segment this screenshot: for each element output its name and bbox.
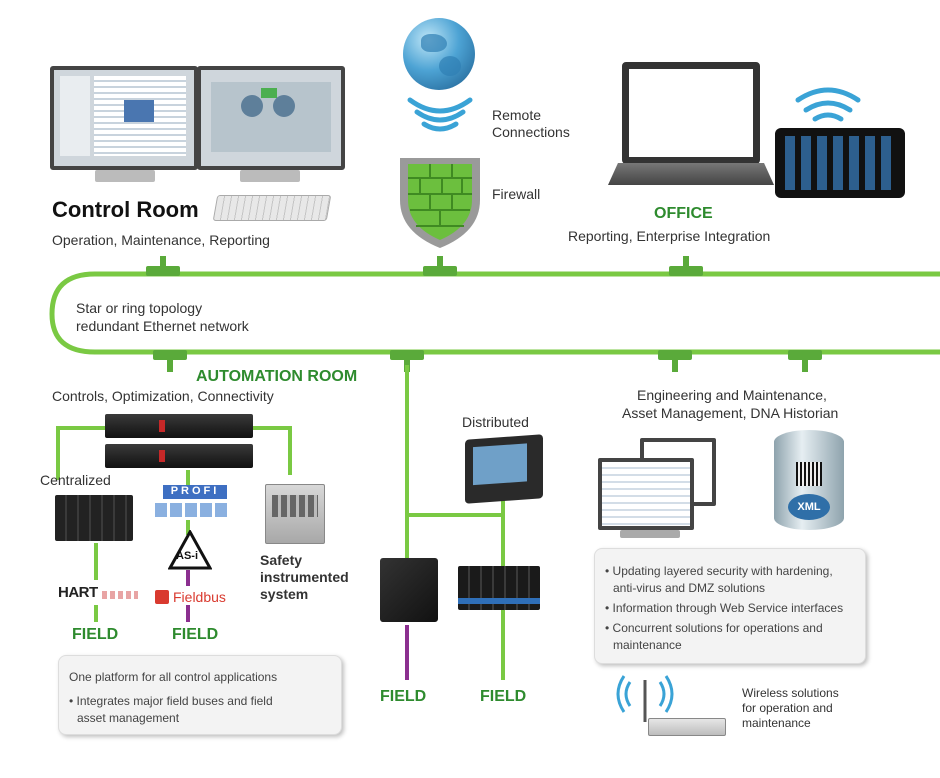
connector-engineering-1	[658, 350, 692, 372]
right-box-bullet-2: • Information through Web Service interf…	[605, 601, 844, 615]
asi-logo: AS-i	[168, 530, 212, 570]
connector-control-room	[146, 256, 180, 276]
asi-text: AS-i	[176, 550, 198, 562]
connector-automation	[153, 350, 187, 372]
hart-text: HART	[58, 584, 98, 601]
globe-icon	[403, 18, 475, 90]
fieldbus-logo: Fieldbus	[155, 588, 239, 608]
fieldbus-text: Fieldbus	[173, 589, 226, 605]
network-label-2: redundant Ethernet network	[76, 318, 249, 334]
left-box-heading: One platform for all control application…	[69, 670, 278, 684]
control-room-monitor-stand-right	[240, 170, 300, 182]
field-label-4: FIELD	[480, 688, 527, 705]
field-label-1: FIELD	[72, 626, 119, 643]
safety-label-3: system	[260, 586, 309, 602]
office-title: OFFICE	[654, 205, 713, 222]
field-label-3: FIELD	[380, 688, 427, 705]
field-label-2: FIELD	[172, 626, 219, 643]
distributed-label: Distributed	[462, 414, 529, 430]
safety-label-1: Safety	[260, 552, 303, 568]
hart-logo: HART	[58, 584, 140, 604]
engineering-label-1: Engineering and Maintenance,	[637, 387, 827, 403]
safety-system-cabinet	[265, 484, 325, 544]
xml-badge: XML	[788, 494, 830, 520]
laptop-base	[608, 163, 774, 185]
controller-rack-top	[105, 414, 253, 438]
engineering-label-2: Asset Management, DNA Historian	[622, 405, 839, 421]
control-room-monitor-right	[197, 66, 345, 170]
safety-label-2: instrumented	[260, 569, 349, 585]
tablet-icon	[775, 128, 905, 198]
ethernet-ring	[49, 271, 940, 355]
left-info-box: One platform for all control application…	[58, 655, 342, 735]
field-io-rack-2	[458, 566, 540, 610]
wireless-label-3: maintenance	[742, 716, 811, 730]
wireless-label-2: for operation and	[742, 701, 833, 715]
automation-room-subtitle: Controls, Optimization, Connectivity	[52, 388, 274, 404]
engineering-monitor-front	[598, 458, 694, 530]
control-room-monitor-stand-left	[95, 170, 155, 182]
office-subtitle: Reporting, Enterprise Integration	[568, 228, 771, 244]
connector-engineering-2	[788, 350, 822, 372]
right-box-bullet-1b: anti-virus and DMZ solutions	[613, 581, 766, 595]
wireless-label-1: Wireless solutions	[742, 686, 839, 700]
centralized-label: Centralized	[40, 472, 111, 488]
left-box-bullet-1a: • Integrates major field buses and field	[69, 694, 273, 708]
profibus-logo: PROFI	[155, 485, 227, 519]
control-room-monitor-left	[50, 66, 198, 170]
laptop-icon	[622, 62, 760, 164]
right-box-bullet-3a: • Concurrent solutions for operations an…	[605, 621, 823, 635]
connector-distributed	[390, 350, 424, 372]
firewall-label: Firewall	[492, 186, 541, 202]
control-room-subtitle: Operation, Maintenance, Reporting	[52, 232, 270, 248]
centralized-io-rack	[55, 495, 133, 541]
connector-firewall	[423, 256, 457, 276]
remote-label-1: Remote	[492, 107, 542, 123]
database-icon: XML	[774, 430, 844, 530]
connector-office	[669, 256, 703, 276]
automation-room-title: AUTOMATION ROOM	[196, 368, 358, 385]
right-info-box: • Updating layered security with hardeni…	[594, 548, 866, 664]
engineering-monitor-stand	[620, 530, 680, 538]
network-label-1: Star or ring topology	[76, 300, 203, 316]
wireless-router	[648, 718, 726, 736]
right-box-bullet-1a: • Updating layered security with hardeni…	[605, 564, 833, 578]
controller-rack-bottom	[105, 444, 253, 468]
control-room-title: Control Room	[52, 197, 199, 222]
left-box-bullet-1b: asset management	[77, 711, 180, 725]
field-controller-1	[380, 558, 438, 622]
remote-label-2: Connections	[492, 124, 570, 140]
right-box-bullet-3b: maintenance	[613, 638, 682, 652]
profi-text: PROFI	[163, 485, 227, 499]
